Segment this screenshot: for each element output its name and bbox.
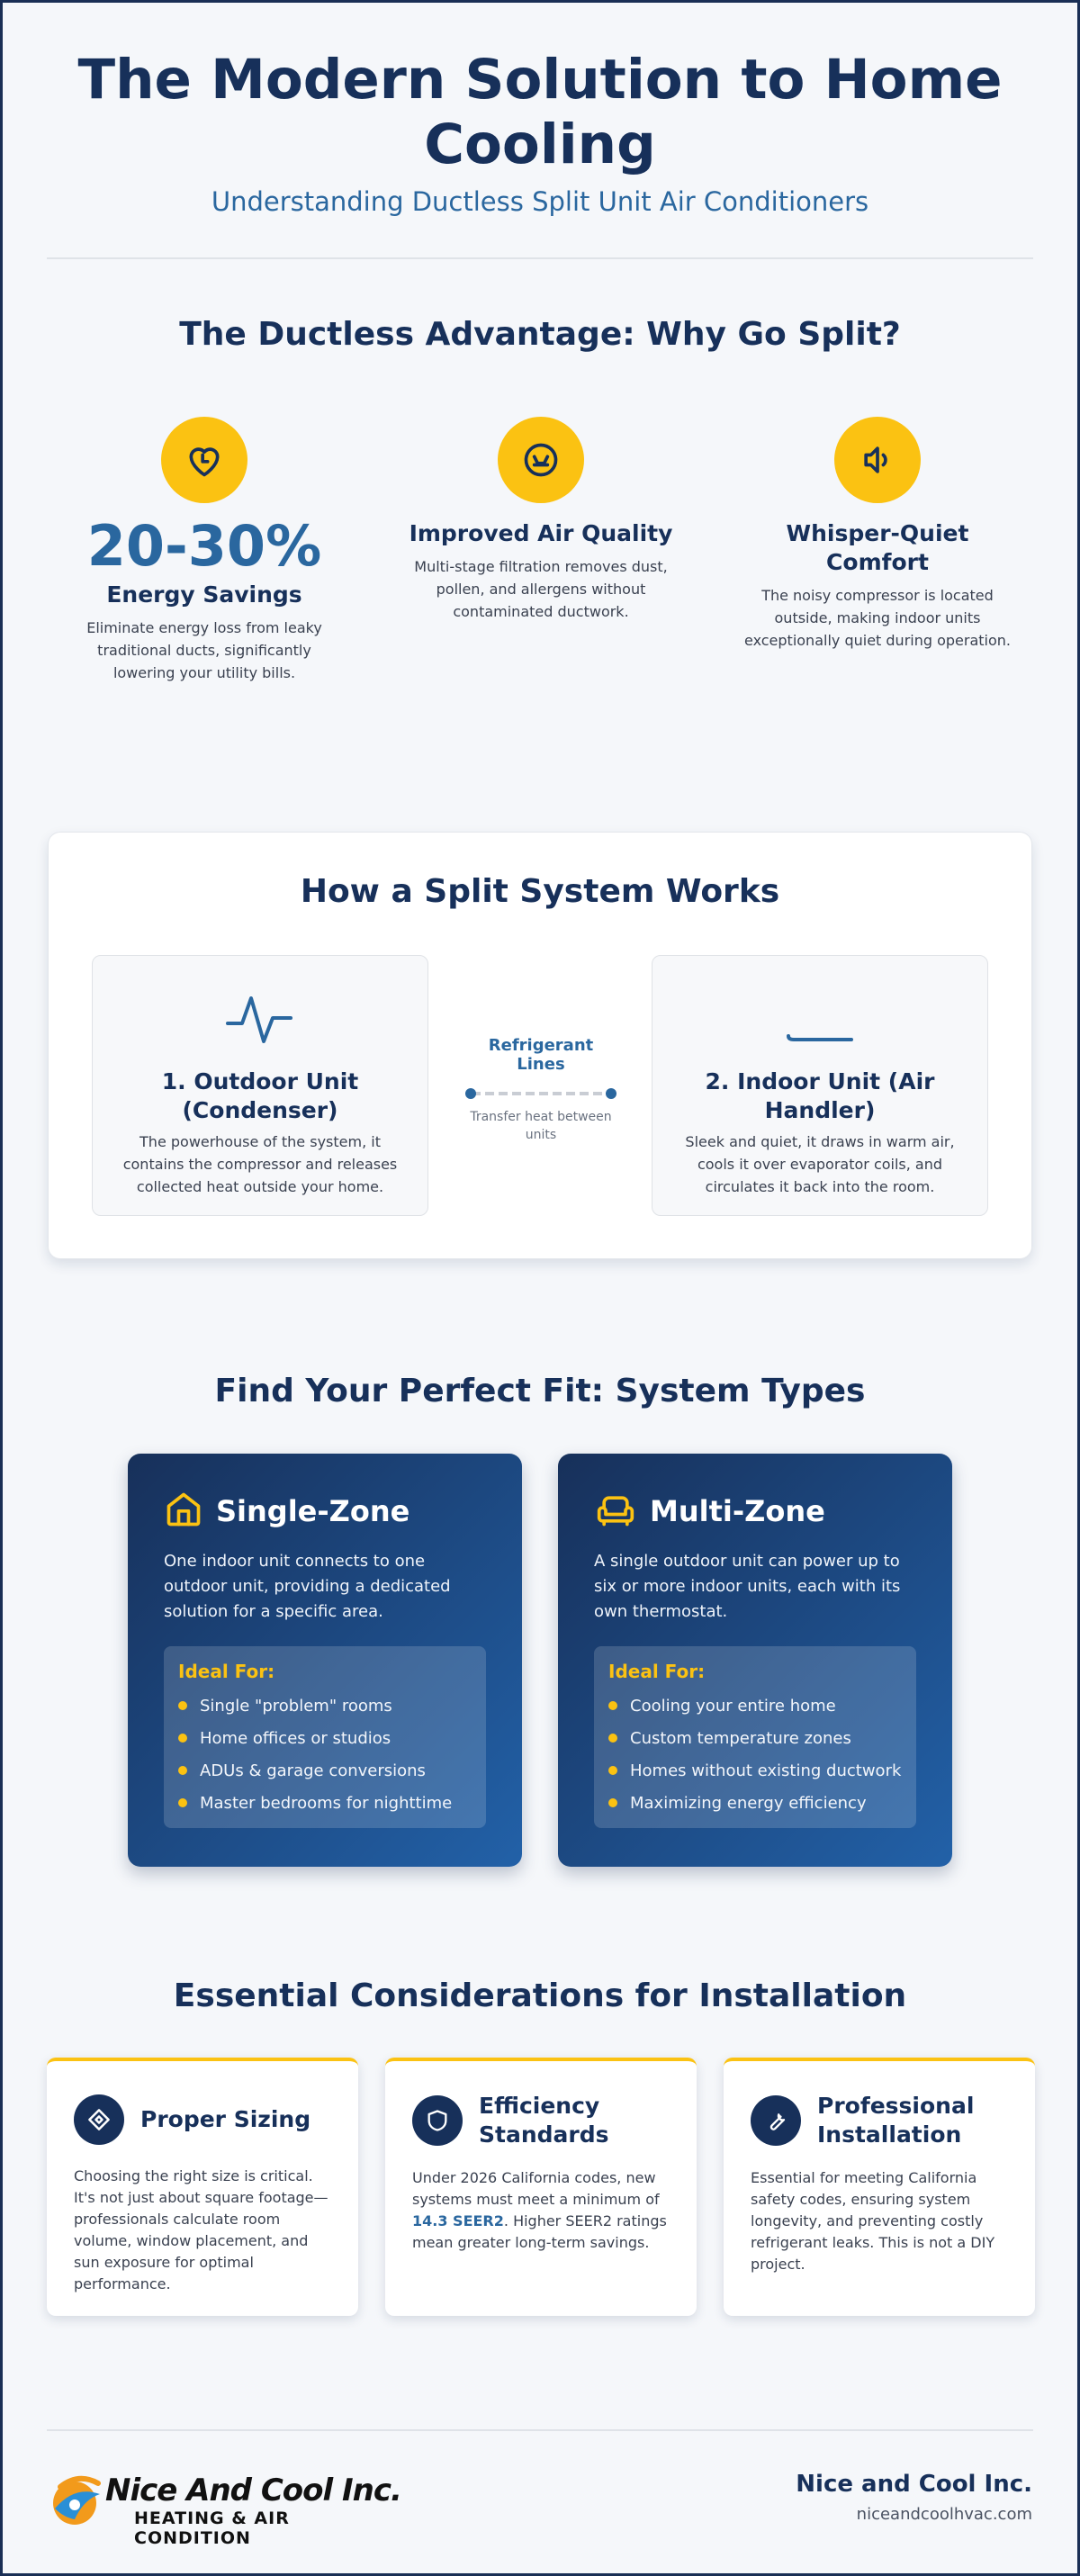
logo-tagline: HEATING & AIR CONDITION bbox=[134, 2508, 290, 2548]
footer-website-link[interactable]: niceandcoolhvac.com bbox=[856, 2505, 1032, 2524]
indoor-unit-box: 2. Indoor Unit (Air Handler) Sleek and q… bbox=[652, 955, 988, 1216]
outdoor-unit-box: 1. Outdoor Unit (Condenser) The powerhou… bbox=[92, 955, 428, 1216]
card-header: Professional Installation bbox=[751, 2092, 1008, 2149]
list-item: Custom temperature zones bbox=[608, 1722, 902, 1754]
sizing-icon bbox=[74, 2094, 124, 2145]
refrigerant-label: Refrigerant Lines bbox=[488, 1036, 594, 1074]
indoor-unit-description: Sleek and quiet, it draws in warm air, c… bbox=[685, 1133, 955, 1195]
bullet-dot bbox=[178, 1701, 187, 1710]
card-header: Efficiency Standards bbox=[412, 2092, 670, 2149]
advantage-title: Whisper-Quiet Comfort bbox=[786, 520, 969, 575]
list-item: Home offices or studios bbox=[178, 1722, 472, 1754]
list-item-text: Single "problem" rooms bbox=[200, 1696, 392, 1716]
advantage-description: Eliminate energy loss from leaky traditi… bbox=[86, 619, 322, 681]
outdoor-unit-description: The powerhouse of the system, it contain… bbox=[122, 1133, 398, 1195]
description-text: Under 2026 California codes, new systems… bbox=[412, 2169, 660, 2208]
bullet-dot bbox=[178, 1766, 187, 1775]
energy-savings-stat: 20-30% bbox=[86, 513, 322, 579]
footer-contact: Nice and Cool Inc. niceandcoolhvac.com bbox=[796, 2471, 1032, 2524]
refrigerant-lines: Refrigerant Lines Transfer heat between … bbox=[464, 1036, 617, 1144]
list-item-text: Cooling your entire home bbox=[630, 1696, 836, 1716]
pulse-icon bbox=[112, 981, 408, 1057]
bullet-dot bbox=[608, 1766, 617, 1775]
indoor-unit-title: 2. Indoor Unit (Air Handler) bbox=[705, 1068, 935, 1123]
infographic-page: The Modern Solution to Home Cooling Unde… bbox=[3, 3, 1077, 2573]
list-item-text: Custom temperature zones bbox=[630, 1728, 851, 1748]
footer-divider bbox=[47, 2429, 1033, 2431]
list-item: Master bedrooms for nighttime bbox=[178, 1787, 472, 1819]
bullet-dot bbox=[608, 1701, 617, 1710]
card-title: Proper Sizing bbox=[140, 2106, 311, 2132]
indoor-unit-icon bbox=[672, 981, 968, 1057]
considerations-title: Essential Considerations for Installatio… bbox=[173, 1977, 907, 2014]
proper-sizing-card: Proper Sizing Choosing the right size is… bbox=[47, 2058, 358, 2316]
page-title: The Modern Solution to Home Cooling bbox=[77, 48, 1003, 176]
advantage-title: Improved Air Quality bbox=[409, 520, 673, 546]
list-item: Cooling your entire home bbox=[608, 1689, 902, 1722]
ideal-for-title: Ideal For: bbox=[608, 1661, 706, 1682]
logo-name: Nice And Cool Inc. bbox=[105, 2472, 402, 2508]
single-zone-ideal-box: Ideal For: Single "problem" rooms Home o… bbox=[164, 1646, 486, 1828]
efficiency-standards-card: Efficiency Standards Under 2026 Californ… bbox=[385, 2058, 697, 2316]
seer2-highlight: 14.3 SEER2 bbox=[412, 2212, 504, 2229]
single-zone-title: Single-Zone bbox=[216, 1494, 410, 1528]
advantage-title: Energy Savings bbox=[106, 581, 302, 608]
professional-installation-card: Professional Installation Essential for … bbox=[724, 2058, 1035, 2316]
multi-zone-description: A single outdoor unit can power up to si… bbox=[594, 1552, 901, 1621]
footer-company-name: Nice and Cool Inc. bbox=[796, 2471, 1032, 2498]
card-title: Professional Installation bbox=[817, 2093, 975, 2148]
list-item: Homes without existing ductwork bbox=[608, 1754, 902, 1787]
list-item: Single "problem" rooms bbox=[178, 1689, 472, 1722]
air-quality-icon bbox=[498, 417, 584, 503]
advantage-energy-savings: 20-30% Energy Savings Eliminate energy l… bbox=[65, 417, 344, 684]
advantage-air-quality: Improved Air Quality Multi-stage filtrat… bbox=[401, 417, 680, 623]
advantage-description: The noisy compressor is located outside,… bbox=[744, 587, 1011, 649]
card-description: Choosing the right size is critical. It'… bbox=[74, 2167, 328, 2292]
bullet-dot bbox=[608, 1734, 617, 1743]
multi-zone-title: Multi-Zone bbox=[650, 1494, 825, 1528]
header: The Modern Solution to Home Cooling Unde… bbox=[3, 48, 1077, 217]
bullet-dot bbox=[608, 1798, 617, 1807]
sofa-icon bbox=[594, 1490, 637, 1533]
shield-icon bbox=[412, 2095, 463, 2146]
page-subtitle: Understanding Ductless Split Unit Air Co… bbox=[211, 186, 869, 217]
wrench-icon bbox=[751, 2095, 801, 2146]
list-item-text: Homes without existing ductwork bbox=[630, 1761, 902, 1780]
refrigerant-line-graphic bbox=[464, 1086, 617, 1099]
house-icon bbox=[164, 1490, 203, 1533]
multi-zone-ideal-box: Ideal For: Cooling your entire home Cust… bbox=[594, 1646, 916, 1828]
advantages-title: The Ductless Advantage: Why Go Split? bbox=[179, 316, 901, 353]
list-item-text: Master bedrooms for nighttime bbox=[200, 1793, 453, 1813]
company-logo: Nice And Cool Inc. HEATING & AIR CONDITI… bbox=[48, 2467, 408, 2548]
logo-emblem-icon bbox=[53, 2475, 101, 2525]
single-zone-description: One indoor unit connects to one outdoor … bbox=[164, 1552, 451, 1621]
card-description: Essential for meeting California safety … bbox=[751, 2169, 995, 2273]
ideal-for-title: Ideal For: bbox=[178, 1661, 275, 1682]
multi-zone-card: Multi-Zone A single outdoor unit can pow… bbox=[558, 1454, 952, 1867]
single-zone-card: Single-Zone One indoor unit connects to … bbox=[128, 1454, 522, 1867]
system-types-title: Find Your Perfect Fit: System Types bbox=[214, 1373, 866, 1410]
how-it-works-title: How a Split System Works bbox=[300, 873, 780, 910]
card-description: Under 2026 California codes, new systems… bbox=[412, 2167, 670, 2254]
list-item: ADUs & garage conversions bbox=[178, 1754, 472, 1787]
multi-zone-header: Multi-Zone bbox=[594, 1490, 916, 1533]
outdoor-unit-title: 1. Outdoor Unit (Condenser) bbox=[161, 1068, 359, 1123]
single-zone-header: Single-Zone bbox=[164, 1490, 486, 1533]
list-item-text: Home offices or studios bbox=[200, 1728, 392, 1748]
card-title: Efficiency Standards bbox=[479, 2093, 609, 2148]
description-text: . Higher SEER2 ratings mean greater long… bbox=[412, 2212, 667, 2251]
list-item-text: Maximizing energy efficiency bbox=[630, 1793, 867, 1813]
heart-icon bbox=[161, 417, 248, 503]
header-divider bbox=[47, 257, 1033, 259]
refrigerant-description: Transfer heat between units bbox=[470, 1110, 612, 1142]
advantage-description: Multi-stage filtration removes dust, pol… bbox=[414, 558, 668, 620]
bullet-dot bbox=[178, 1734, 187, 1743]
card-header: Proper Sizing bbox=[74, 2092, 331, 2148]
advantage-quiet-comfort: Whisper-Quiet Comfort The noisy compress… bbox=[738, 417, 1017, 652]
list-item-text: ADUs & garage conversions bbox=[200, 1761, 426, 1780]
bullet-dot bbox=[178, 1798, 187, 1807]
speaker-icon bbox=[834, 417, 921, 503]
list-item: Maximizing energy efficiency bbox=[608, 1787, 902, 1819]
how-it-works-card: How a Split System Works 1. Outdoor Unit… bbox=[48, 832, 1032, 1259]
